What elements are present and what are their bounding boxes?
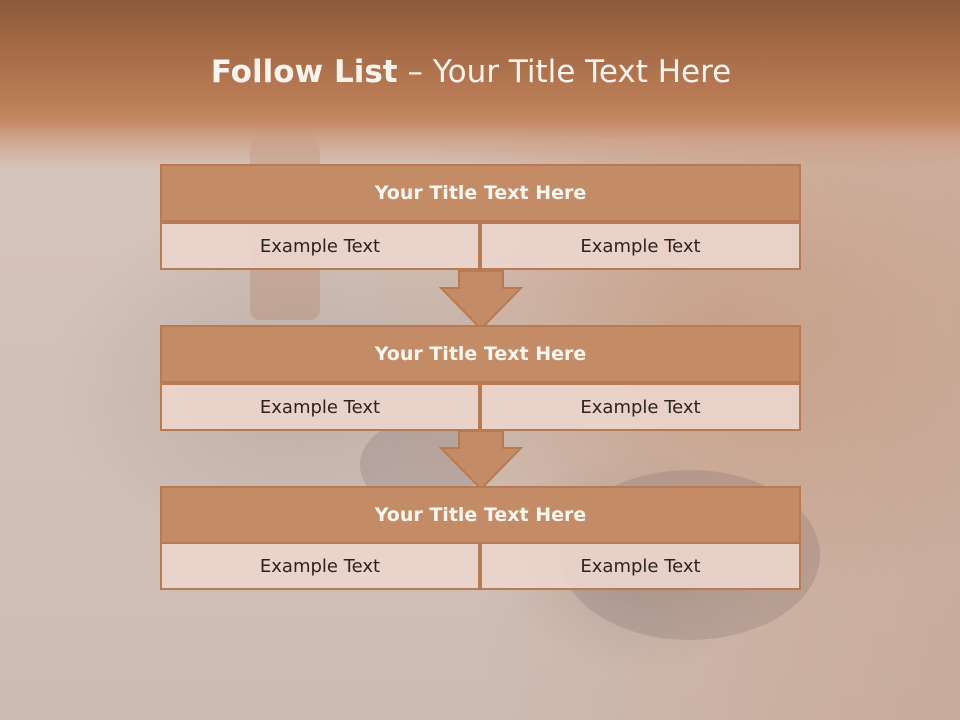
- block-title[interactable]: Your Title Text Here: [160, 325, 801, 383]
- down-arrow-icon: [438, 430, 524, 491]
- block-row: Example Text Example Text: [160, 383, 801, 431]
- slide-title[interactable]: Follow List – Your Title Text Here: [0, 54, 942, 90]
- block-cell-right[interactable]: Example Text: [480, 542, 801, 590]
- block-cell-left[interactable]: Example Text: [160, 222, 480, 270]
- block-cell-left[interactable]: Example Text: [160, 383, 480, 431]
- block-title[interactable]: Your Title Text Here: [160, 486, 801, 544]
- block-cell-right[interactable]: Example Text: [480, 383, 801, 431]
- title-strong-text: Follow List: [210, 54, 398, 90]
- header-band: [0, 0, 960, 170]
- title-rest-text: – Your Title Text Here: [397, 54, 732, 90]
- down-arrow-icon: [438, 270, 524, 331]
- block-cell-left[interactable]: Example Text: [160, 542, 480, 590]
- block-cell-right[interactable]: Example Text: [480, 222, 801, 270]
- block-title[interactable]: Your Title Text Here: [160, 164, 801, 222]
- block-row: Example Text Example Text: [160, 542, 801, 590]
- block-row: Example Text Example Text: [160, 222, 801, 270]
